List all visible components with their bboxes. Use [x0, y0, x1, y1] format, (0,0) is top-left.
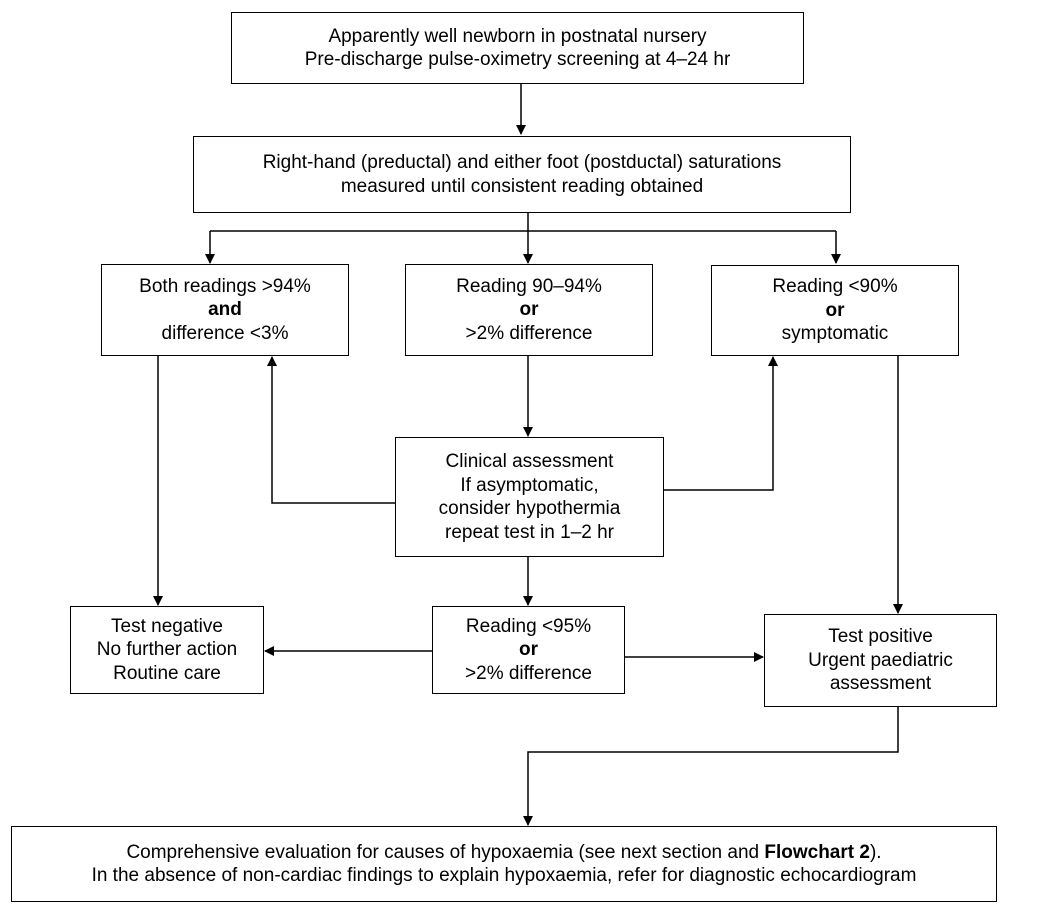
- repeat-reading-box: Reading <95% or >2% difference: [432, 606, 625, 694]
- start-line-1: Apparently well newborn in postnatal nur…: [328, 25, 707, 47]
- mid-range-conjunction: or: [519, 299, 539, 321]
- flowchart-2-reference: Flowchart 2: [764, 841, 870, 863]
- positive-line-1: Test positive: [828, 626, 933, 648]
- start-box: Apparently well newborn in postnatal nur…: [231, 12, 804, 84]
- arrow-clinical-to-low: [664, 356, 778, 491]
- evaluation-box: Comprehensive evaluation for causes of h…: [11, 826, 997, 902]
- arrow-clinical-to-both-high: [267, 356, 395, 504]
- measure-line-1: Right-hand (preductal) and either foot (…: [262, 152, 782, 173]
- start-line-2: Pre-discharge pulse-oximetry screening a…: [304, 49, 731, 70]
- repeat-conjunction: or: [519, 639, 538, 661]
- positive-line-2: Urgent paediatric: [808, 649, 953, 671]
- repeat-line-3: >2% difference: [465, 662, 592, 684]
- mid-range-box: Reading 90–94% or >2% difference: [405, 264, 653, 356]
- measure-box: Right-hand (preductal) and either foot (…: [193, 136, 851, 213]
- low-line-1: Reading <90%: [772, 276, 898, 298]
- evaluation-line-1-post: ).: [869, 841, 882, 863]
- clinical-line-2: If asymptomatic,: [460, 474, 599, 496]
- negative-line-1: Test negative: [111, 615, 223, 637]
- clinical-line-3: consider hypothermia: [438, 498, 621, 519]
- test-negative-box: Test negative No further action Routine …: [70, 606, 264, 694]
- low-box: Reading <90% or symptomatic: [711, 265, 959, 356]
- mid-range-line-3: >2% difference: [465, 322, 593, 344]
- both-high-conjunction: and: [208, 299, 242, 321]
- negative-line-2: No further action: [96, 639, 238, 661]
- test-positive-box: Test positive Urgent paediatric assessme…: [764, 614, 997, 707]
- repeat-line-1: Reading <95%: [465, 615, 592, 637]
- arrow-positive-to-evaluation: [523, 707, 899, 826]
- clinical-line-1: Clinical assessment: [445, 451, 614, 472]
- low-conjunction: or: [825, 299, 845, 321]
- both-high-line-3: difference <3%: [161, 322, 289, 344]
- mid-range-line-1: Reading 90–94%: [456, 275, 602, 297]
- positive-line-3: assessment: [829, 673, 932, 695]
- evaluation-line-2: In the absence of non-cardiac findings t…: [91, 865, 917, 886]
- low-line-3: symptomatic: [781, 323, 889, 345]
- evaluation-line-1: Comprehensive evaluation for causes of h…: [126, 841, 881, 865]
- both-high-box: Both readings >94% and difference <3%: [101, 264, 349, 356]
- clinical-assessment-box: Clinical assessment If asymptomatic, con…: [395, 437, 664, 557]
- measure-line-2: measured until consistent reading obtain…: [340, 175, 704, 197]
- evaluation-line-1-pre: Comprehensive evaluation for causes of h…: [126, 841, 765, 863]
- negative-line-3: Routine care: [113, 662, 221, 684]
- clinical-line-4: repeat test in 1–2 hr: [445, 521, 614, 543]
- both-high-line-1: Both readings >94%: [139, 275, 311, 297]
